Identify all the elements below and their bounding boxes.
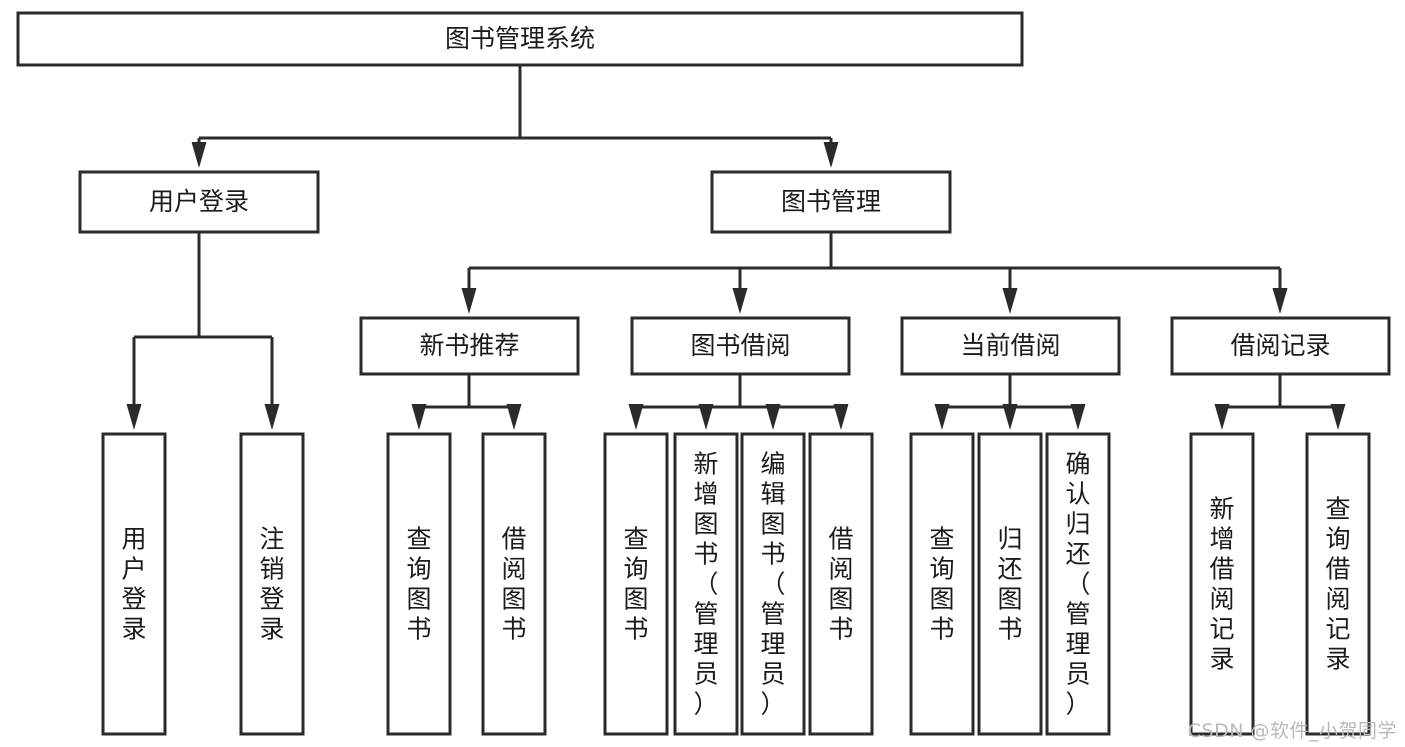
connector-group (461, 232, 1288, 314)
node-label: 确认归还（管理员） (1065, 449, 1090, 718)
node-label: 归还图书 (997, 524, 1022, 643)
node-label: 借阅图书 (828, 524, 853, 643)
arrow-head-icon (823, 142, 839, 168)
node-label: 图书管理系统 (445, 24, 595, 53)
node-box[interactable] (239, 432, 305, 736)
arrow-head-icon (628, 404, 644, 430)
connector-layer (126, 65, 1346, 430)
connector-group (628, 374, 849, 430)
level3-node-3[interactable]: 当前借阅 (900, 316, 1121, 376)
node-box[interactable] (101, 432, 167, 736)
node-label: 编辑图书（管理员） (760, 449, 785, 718)
leaf-node-1[interactable]: 用户登录 (101, 432, 167, 736)
node-box[interactable] (740, 432, 806, 736)
leaf-node-2[interactable]: 注销登录 (239, 432, 305, 736)
connector-group (191, 65, 839, 168)
arrow-head-icon (698, 404, 714, 430)
node-label: 查询借阅记录 (1325, 494, 1350, 673)
arrow-head-icon (1214, 404, 1230, 430)
arrow-head-icon (506, 404, 522, 430)
node-box[interactable] (630, 316, 851, 376)
leaf-node-10[interactable]: 归还图书 (977, 432, 1043, 736)
node-label: 当前借阅 (960, 331, 1060, 360)
leaf-node-9[interactable]: 查询图书 (909, 432, 975, 736)
leaf-node-8[interactable]: 借阅图书 (808, 432, 874, 736)
leaf-node-3[interactable]: 查询图书 (386, 432, 452, 736)
leaf-node-11[interactable]: 确认归还（管理员） (1045, 432, 1111, 736)
connector-group (934, 374, 1086, 430)
leaf-node-12[interactable]: 新增借阅记录 (1189, 432, 1255, 736)
arrow-head-icon (765, 404, 781, 430)
node-layer: 图书管理系统用户登录图书管理新书推荐图书借阅当前借阅借阅记录用户登录注销登录查询… (16, 11, 1391, 736)
arrow-head-icon (461, 288, 477, 314)
node-box[interactable] (808, 432, 874, 736)
leaf-node-13[interactable]: 查询借阅记录 (1305, 432, 1371, 736)
leaf-node-7[interactable]: 编辑图书（管理员） (740, 432, 806, 736)
leaf-node-4[interactable]: 借阅图书 (481, 432, 547, 736)
leaf-node-5[interactable]: 查询图书 (603, 432, 669, 736)
level2-node-2[interactable]: 图书管理 (710, 170, 952, 234)
node-box[interactable] (78, 170, 320, 234)
node-label: 图书借阅 (690, 331, 790, 360)
level3-node-2[interactable]: 图书借阅 (630, 316, 851, 376)
node-box[interactable] (16, 11, 1024, 67)
node-label: 新增图书（管理员） (693, 449, 718, 718)
node-label: 用户登录 (121, 524, 146, 643)
node-box[interactable] (1189, 432, 1255, 736)
node-label: 查询图书 (929, 524, 954, 643)
connector-group (1214, 374, 1346, 430)
node-box[interactable] (1170, 316, 1391, 376)
arrow-head-icon (934, 404, 950, 430)
node-label: 注销登录 (259, 524, 284, 643)
node-box[interactable] (710, 170, 952, 234)
arrow-head-icon (1002, 288, 1018, 314)
level3-node-4[interactable]: 借阅记录 (1170, 316, 1391, 376)
node-label: 新书推荐 (419, 331, 519, 360)
leaf-node-6[interactable]: 新增图书（管理员） (673, 432, 739, 736)
arrow-head-icon (732, 288, 748, 314)
connector-group (126, 232, 280, 430)
node-label: 借阅记录 (1230, 331, 1330, 360)
node-box[interactable] (977, 432, 1043, 736)
node-label: 查询图书 (406, 524, 431, 643)
arrow-head-icon (1330, 404, 1346, 430)
node-box[interactable] (386, 432, 452, 736)
node-box[interactable] (673, 432, 739, 736)
arrow-head-icon (833, 404, 849, 430)
arrow-head-icon (264, 404, 280, 430)
root-node-system[interactable]: 图书管理系统 (16, 11, 1024, 67)
node-box[interactable] (1305, 432, 1371, 736)
node-box[interactable] (359, 316, 580, 376)
arrow-head-icon (1272, 288, 1288, 314)
watermark-label: CSDN @软件_小贺同学 (1187, 720, 1397, 742)
node-box[interactable] (481, 432, 547, 736)
node-label: 借阅图书 (501, 524, 526, 643)
node-box[interactable] (909, 432, 975, 736)
arrow-head-icon (126, 404, 142, 430)
node-label: 图书管理 (781, 187, 881, 216)
node-box[interactable] (603, 432, 669, 736)
level3-node-1[interactable]: 新书推荐 (359, 316, 580, 376)
arrow-head-icon (191, 142, 207, 168)
arrow-head-icon (411, 404, 427, 430)
arrow-head-icon (1070, 404, 1086, 430)
node-label: 新增借阅记录 (1209, 494, 1234, 673)
node-label: 查询图书 (623, 524, 648, 643)
node-box[interactable] (1045, 432, 1111, 736)
level2-node-1[interactable]: 用户登录 (78, 170, 320, 234)
arrow-head-icon (1002, 404, 1018, 430)
connector-group (411, 374, 522, 430)
node-label: 用户登录 (149, 187, 249, 216)
node-box[interactable] (900, 316, 1121, 376)
